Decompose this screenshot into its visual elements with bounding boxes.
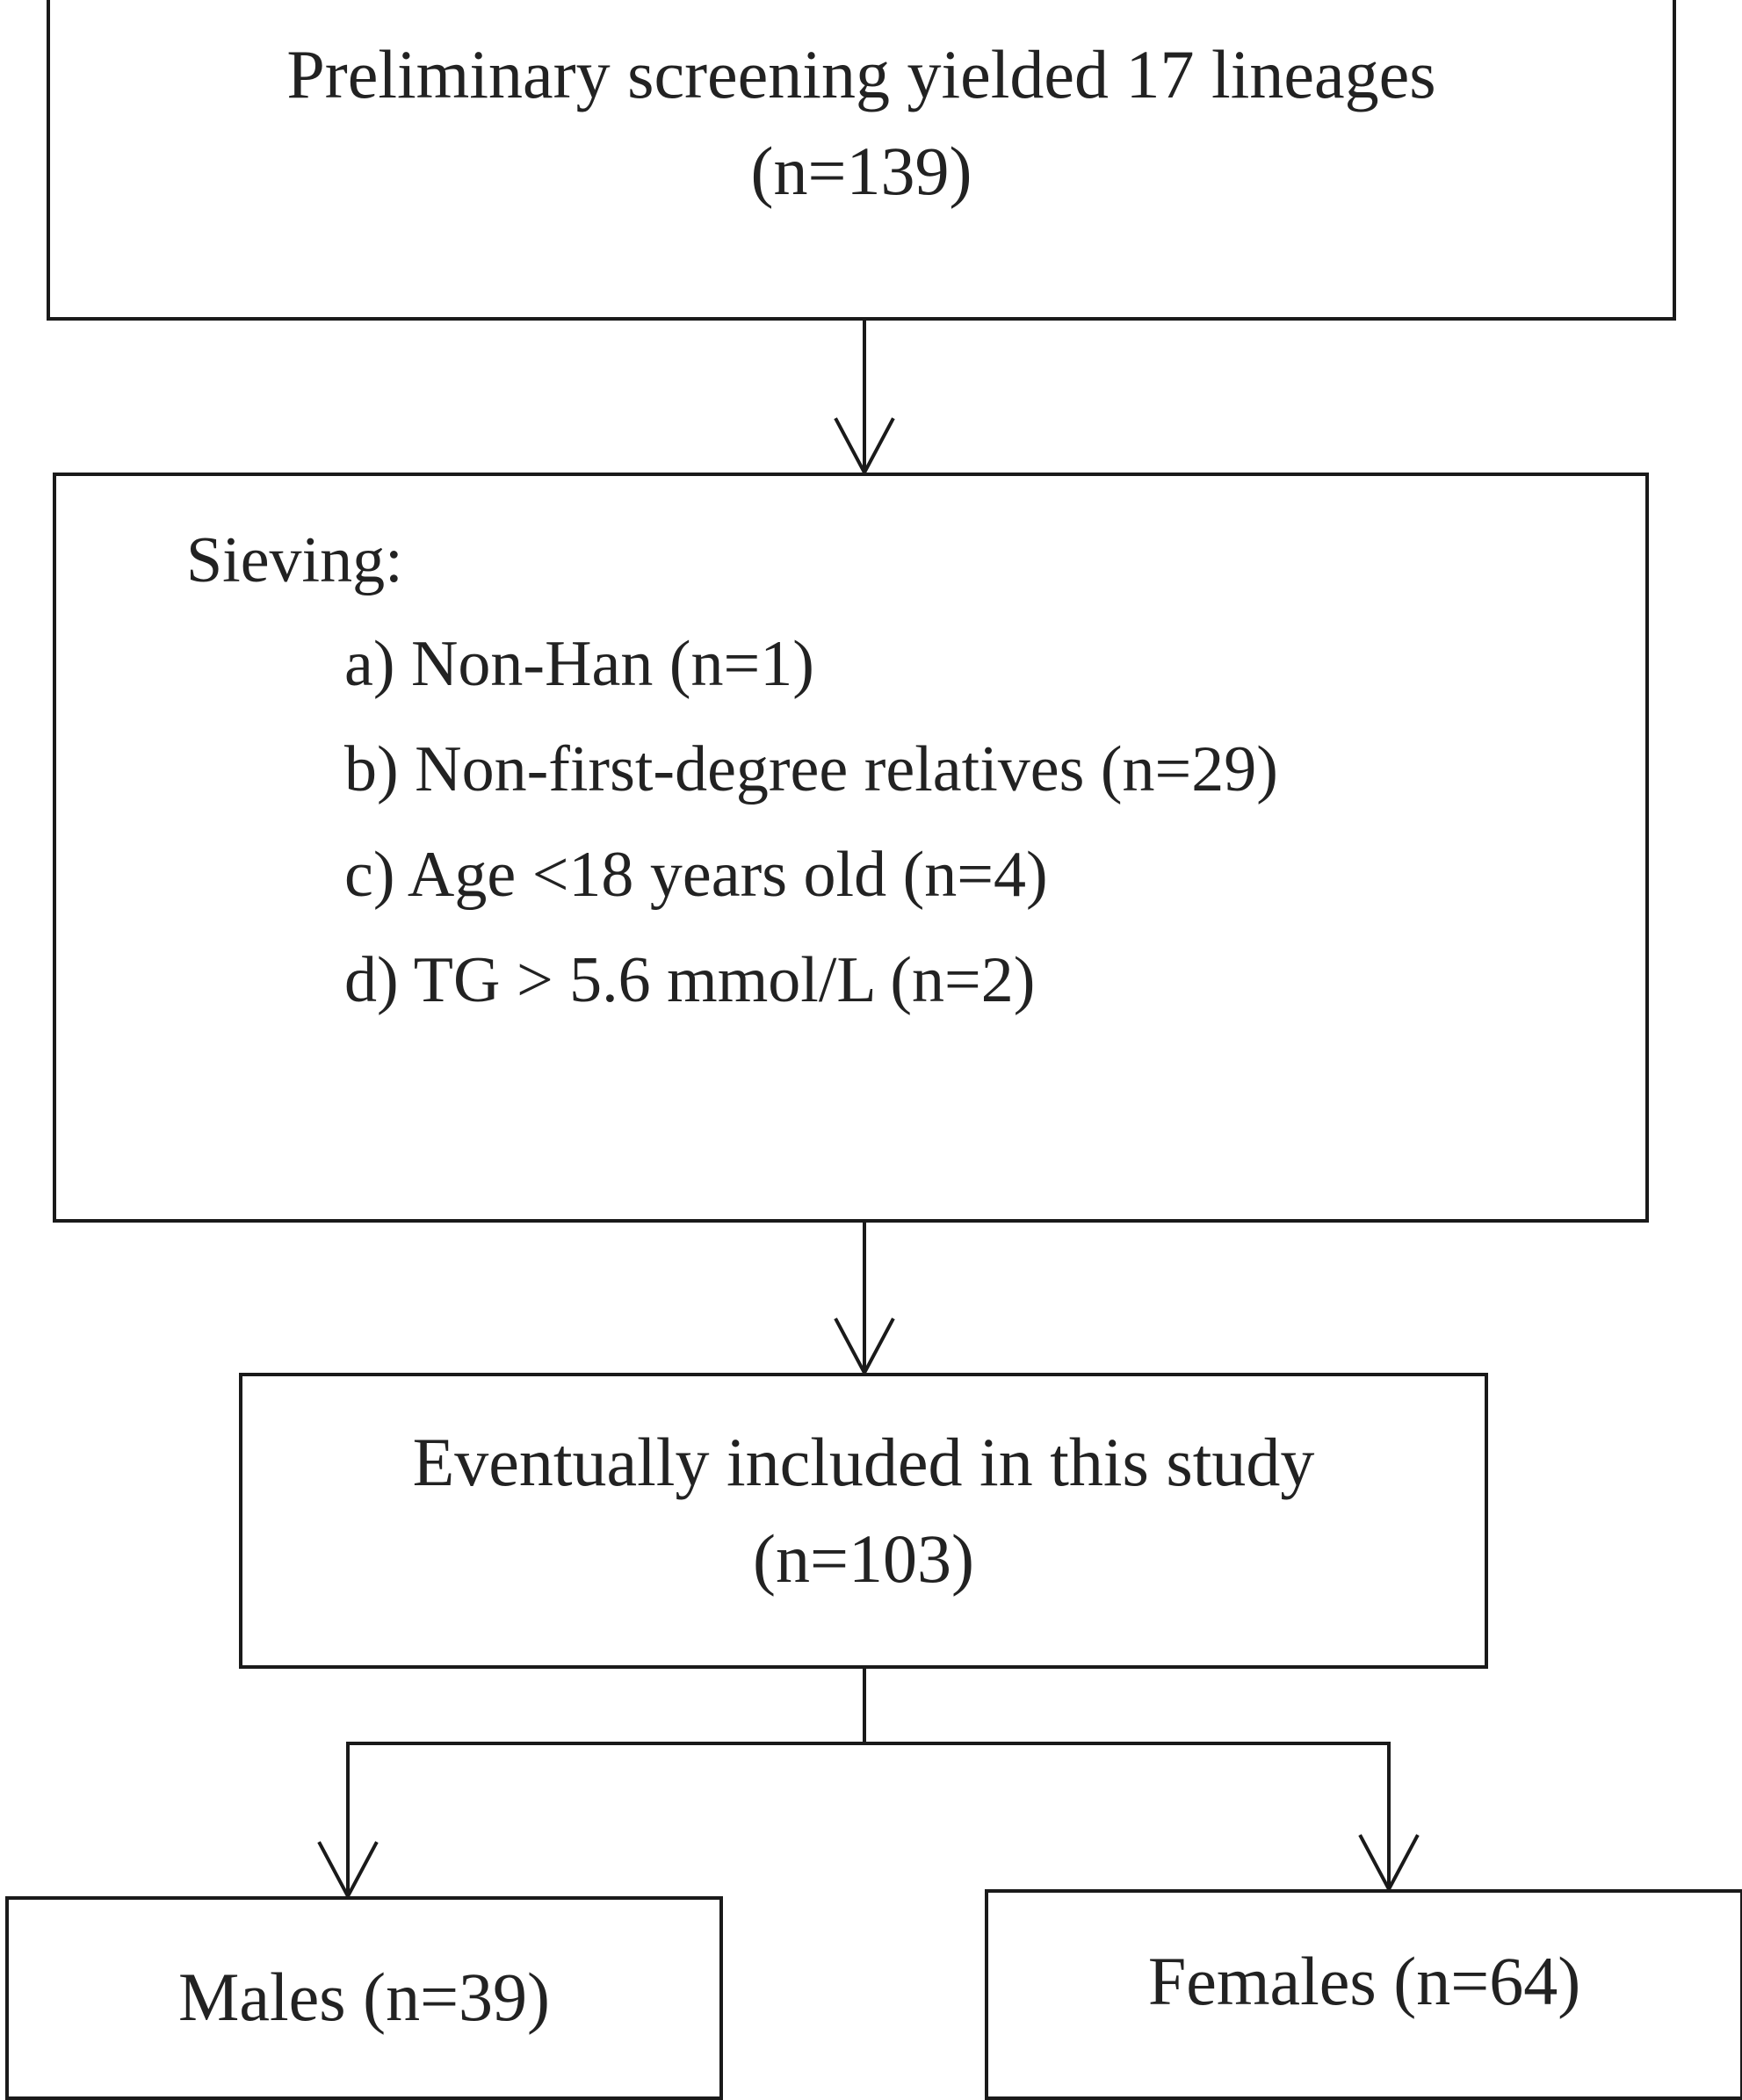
sieving-item-a: a) Non-Han (n=1) [344, 628, 814, 700]
sieving-heading: Sieving: [186, 524, 403, 596]
included-box-line2: (n=103) [753, 1520, 974, 1597]
females-box: Females (n=64) [985, 1889, 1742, 2100]
sieving-item-d: d) TG > 5.6 mmol/L (n=2) [344, 944, 1036, 1016]
females-box-label: Females (n=64) [1147, 1943, 1581, 2019]
males-box-label: Males (n=39) [177, 1959, 551, 2035]
screening-box-line1: Preliminary screening yielded 17 lineage… [286, 36, 1436, 112]
screening-box-line2: (n=139) [750, 133, 972, 209]
sieving-item-c: c) Age <18 years old (n=4) [344, 839, 1048, 911]
sieving-box: Sieving: a) Non-Han (n=1) b) Non-first-d… [53, 473, 1649, 1223]
included-box: Eventually included in this study (n=103… [239, 1373, 1488, 1669]
males-box: Males (n=39) [5, 1896, 723, 2100]
included-box-line1: Eventually included in this study [412, 1424, 1315, 1500]
sieving-item-b: b) Non-first-degree relatives (n=29) [344, 733, 1278, 805]
screening-box: Preliminary screening yielded 17 lineage… [47, 0, 1676, 321]
